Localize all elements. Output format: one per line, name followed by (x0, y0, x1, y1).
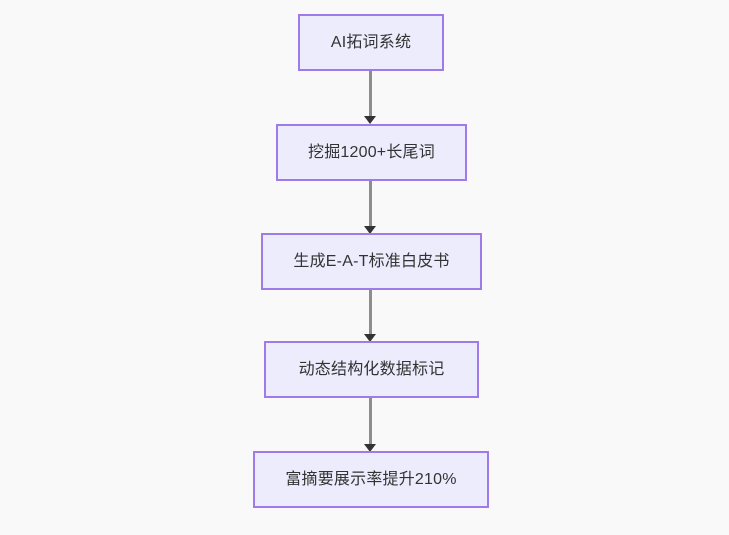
flowchart-node-label: 挖掘1200+长尾词 (308, 143, 435, 161)
flowchart-edge-2-arrowhead-icon (364, 226, 376, 234)
flowchart-node-label: AI拓词系统 (330, 33, 412, 51)
flowchart-edge-1-arrowhead-icon (364, 116, 376, 124)
flowchart-node-mine-longtail-keywords[interactable]: 挖掘1200+长尾词 (276, 124, 467, 181)
flowchart-edge-3-line (369, 290, 372, 335)
flowchart-node-ai-keyword-system[interactable]: AI拓词系统 (298, 14, 444, 71)
flowchart-node-rich-snippet-impression-lift[interactable]: 富摘要展示率提升210% (253, 451, 489, 508)
flowchart-node-dynamic-structured-data-markup[interactable]: 动态结构化数据标记 (264, 341, 479, 398)
flowchart-node-generate-eat-whitepaper[interactable]: 生成E-A-T标准白皮书 (261, 233, 482, 290)
flowchart-edge-2-line (369, 181, 372, 227)
flowchart-edge-4-arrowhead-icon (364, 444, 376, 452)
flowchart-node-label: 动态结构化数据标记 (298, 360, 445, 378)
flowchart-edge-3-arrowhead-icon (364, 334, 376, 342)
flowchart-node-label: 富摘要展示率提升210% (285, 470, 457, 488)
flowchart-node-label: 生成E-A-T标准白皮书 (293, 252, 450, 270)
flowchart-edge-4-line (369, 398, 372, 445)
flowchart-edge-1-line (369, 71, 372, 118)
